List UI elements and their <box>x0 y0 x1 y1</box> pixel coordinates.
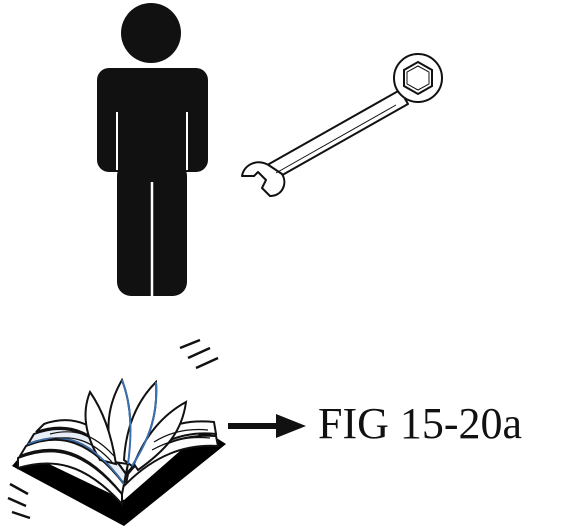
open-book-icon <box>4 334 230 530</box>
wrench-icon <box>236 50 454 208</box>
right-arrow-icon <box>226 412 308 440</box>
person-icon <box>90 2 218 300</box>
figure-reference: FIG 15-20a <box>318 398 522 450</box>
